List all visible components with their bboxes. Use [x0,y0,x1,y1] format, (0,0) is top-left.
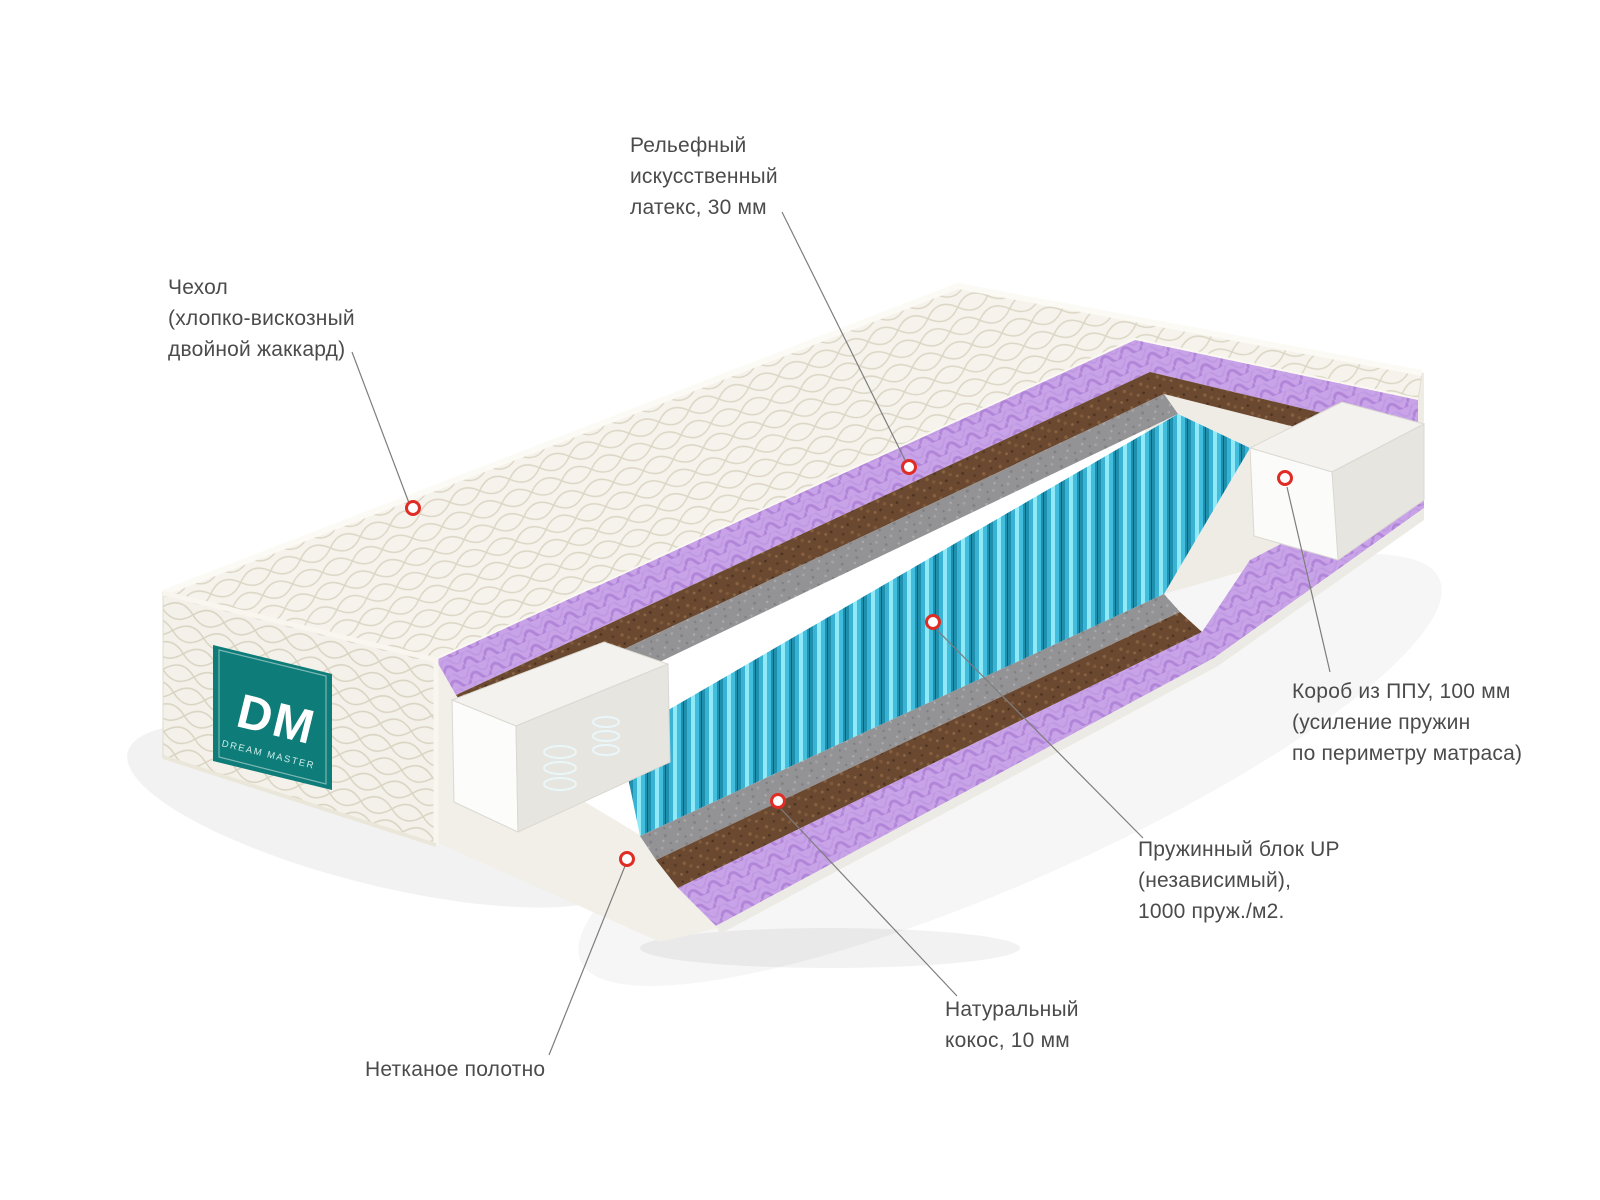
marker-spring-block [925,614,941,630]
label-latex: Рельефный искусственный латекс, 30 мм [630,134,778,220]
leader-line-coco [780,808,958,997]
marker-cover [405,500,421,516]
label-nonwoven: Нетканое полотно [365,1058,546,1081]
side-bottom-piping [162,755,437,847]
top-edge-piping [161,282,1423,596]
label-coco: Натуральный кокос, 10 мм [945,998,1079,1053]
ppu-right-block [1248,401,1426,561]
marker-coco [770,793,786,809]
marker-ppu-box [1277,470,1293,486]
leader-line-latex [781,211,906,461]
marker-latex [901,459,917,475]
leader-line-spring-block [936,629,1144,839]
marker-nonwoven [619,851,635,867]
label-cover: Чехол (хлопко-вискозный двойной жаккард) [168,276,355,362]
side-edge-piping [162,590,439,845]
felt-top-layer [474,394,1178,744]
leader-line-nonwoven [548,865,626,1056]
bottom-cloth-layer [716,508,1424,934]
latex-bottom-layer [678,470,1424,926]
leader-line-ppu-box [1286,486,1331,673]
label-spring-block: Пружинный блок UP (независимый), 1000 пр… [1138,838,1340,924]
label-ppu-box: Короб из ППУ, 100 мм (усиление пружин по… [1292,680,1523,766]
coco-bottom-layer [656,612,1202,888]
spring-coil-sketch [543,716,620,791]
leader-line-cover [351,351,410,504]
brand-plate: DM DREAM MASTER [213,645,332,790]
